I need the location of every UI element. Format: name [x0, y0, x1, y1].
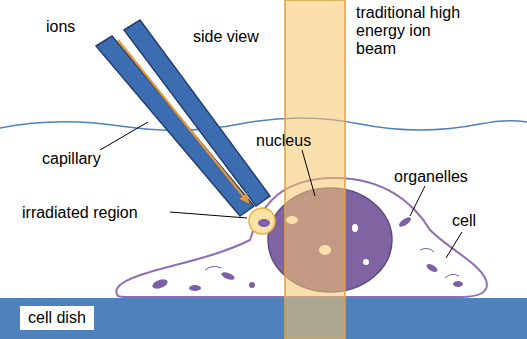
- part-label: organelles: [394, 168, 468, 186]
- nucleolus: [352, 224, 358, 232]
- irradiated-region: [249, 208, 275, 234]
- beam-label: traditional high energy ion beam: [356, 4, 471, 58]
- organelle: [258, 219, 270, 227]
- cell-dish: [0, 298, 527, 339]
- nucleolus: [363, 259, 369, 265]
- leader-lines: [100, 122, 462, 258]
- ion-path: [118, 40, 248, 202]
- capillary-wall: [96, 36, 254, 216]
- medium-surface: [0, 118, 527, 130]
- ion-beam: [285, 0, 345, 339]
- part-label: cell: [452, 212, 476, 230]
- ions-label: ions: [46, 18, 75, 36]
- dish-label: cell dish: [28, 309, 86, 327]
- part-label: nucleus: [256, 132, 311, 150]
- dish-label-box: cell dish: [20, 306, 94, 330]
- capillary-wall: [124, 20, 270, 206]
- part-label: irradiated region: [22, 204, 138, 222]
- view-label: side view: [193, 28, 259, 46]
- part-label: capillary: [42, 150, 101, 168]
